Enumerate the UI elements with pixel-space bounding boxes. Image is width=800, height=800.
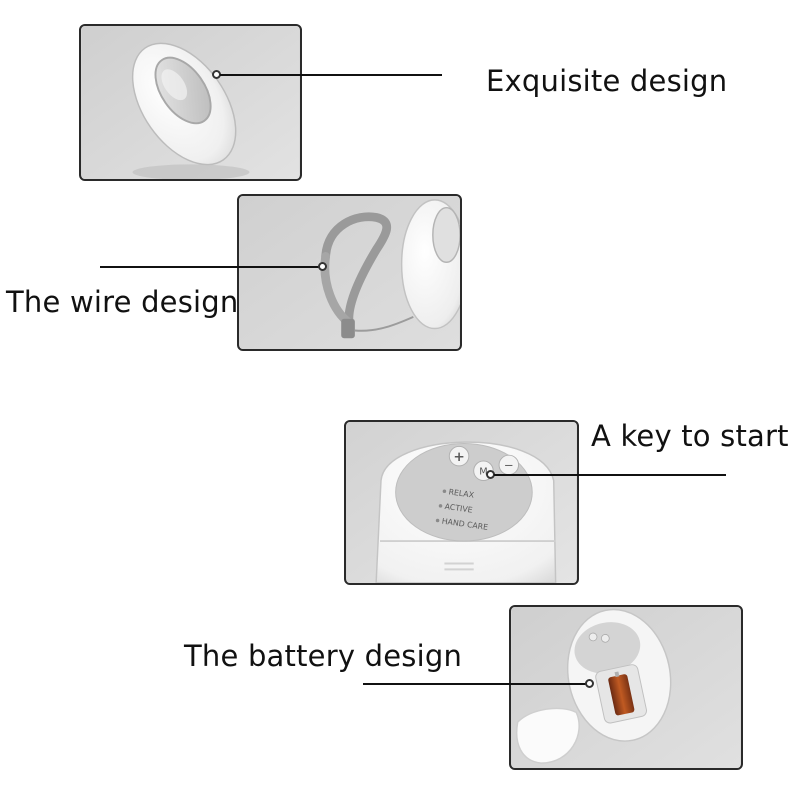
minus-label: − [504,458,514,472]
pointer-dot-battery [585,679,594,688]
leader-line-battery [363,683,587,685]
leader-line-exquisite [220,74,442,76]
leader-line-key [494,474,726,476]
mode-key-label: M [479,467,487,478]
caption-wire-design: The wire design [6,285,239,319]
wrist-strap-photo [237,194,462,351]
mode-active: ACTIVE [444,502,473,515]
device-front-illustration [81,26,300,179]
leader-line-wire [100,266,322,268]
battery-compartment-illustration [511,607,741,768]
caption-key-to-start: A key to start [591,419,789,453]
battery-compartment-photo [509,605,743,770]
device-front-photo [79,24,302,181]
wrist-strap-illustration [239,196,460,349]
plus-label: + [453,449,464,465]
caption-exquisite-design: Exquisite design [486,64,728,98]
control-panel-illustration: + M − RELAX ACTIVE HAND CARE [346,422,577,583]
pointer-dot-wire [318,262,327,271]
mode-relax: RELAX [448,487,475,500]
caption-battery-design: The battery design [184,639,463,673]
control-panel-photo: + M − RELAX ACTIVE HAND CARE [344,420,579,585]
